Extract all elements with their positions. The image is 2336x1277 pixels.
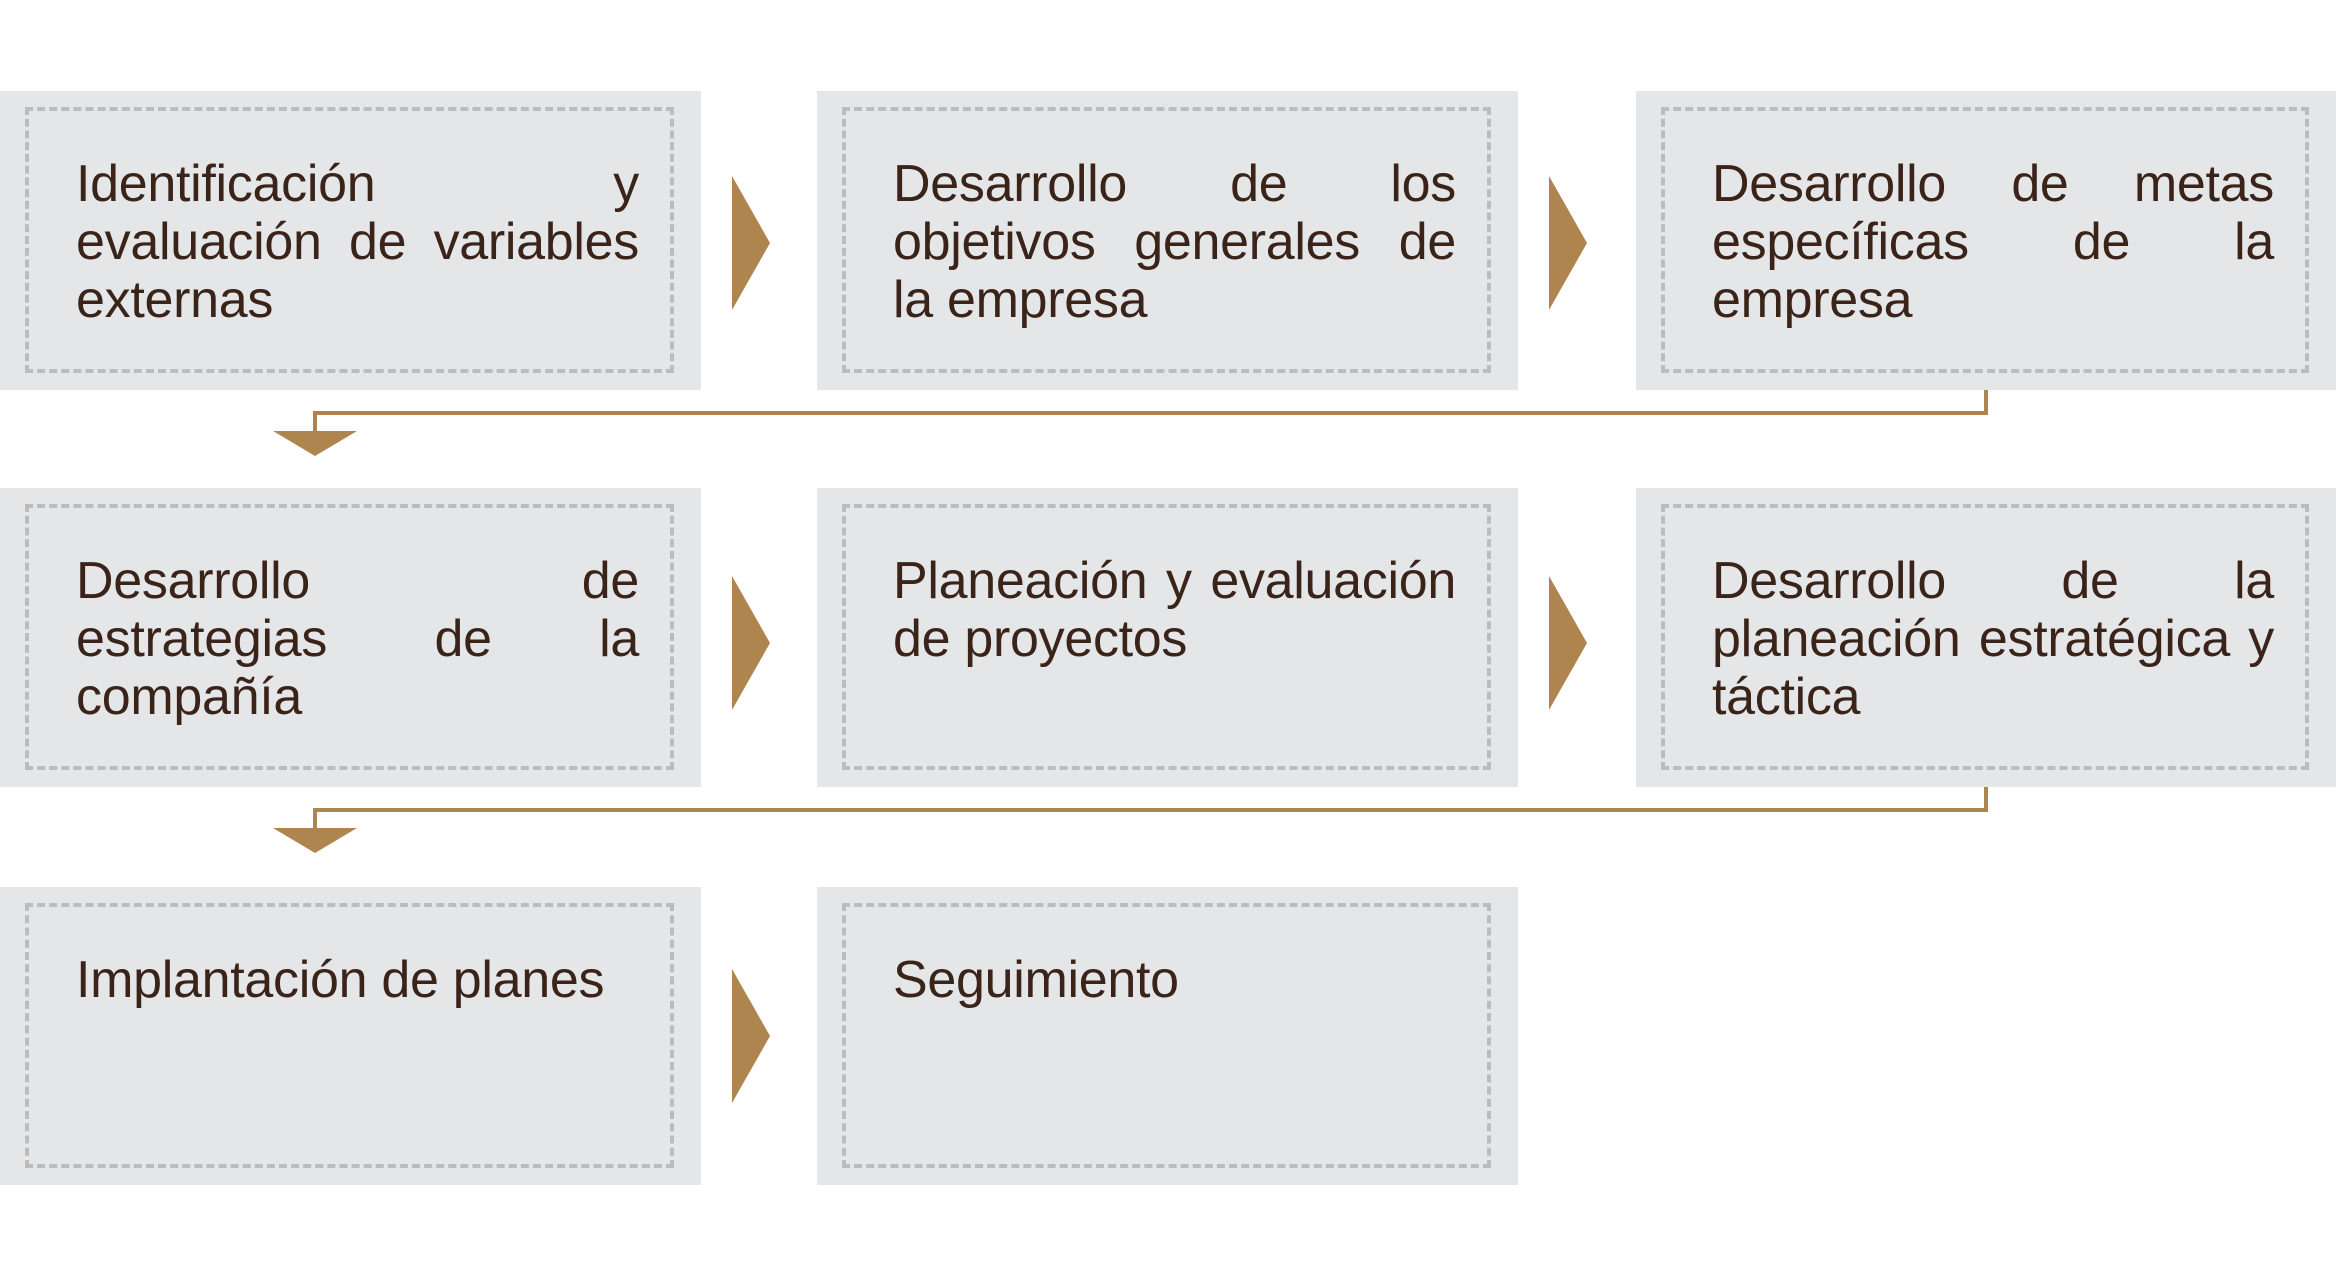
arrow-down-icon — [273, 431, 357, 456]
step-label: Desarrollo de los objetivos generales de… — [893, 155, 1456, 329]
step-label: Planeación y evaluación de proyectos — [893, 552, 1456, 668]
step-box-6: Desarrollo de la planeación estratégica … — [1636, 488, 2336, 787]
step-label: Desarrollo de metas específicas de la em… — [1712, 155, 2274, 329]
step-label: Implantación de planes — [76, 951, 605, 1009]
step-label: Desarrollo de estrategias de la compañía — [76, 552, 639, 726]
dashed-border — [842, 504, 1491, 770]
step-box-1: Identificación y evaluación de variables… — [0, 91, 701, 390]
connector-line-vertical — [1984, 390, 1988, 415]
connector-line-vertical — [313, 808, 317, 830]
dashed-border — [842, 903, 1491, 1168]
connector-line-horizontal — [313, 411, 1988, 415]
step-box-3: Desarrollo de metas específicas de la em… — [1636, 91, 2336, 390]
step-box-8: Seguimiento — [817, 887, 1518, 1185]
arrow-right-icon — [732, 969, 770, 1103]
dashed-border — [1661, 504, 2309, 770]
step-label: Desarrollo de la planeación estratégica … — [1712, 552, 2274, 726]
arrow-right-icon — [1549, 576, 1587, 710]
dashed-border — [25, 504, 674, 770]
step-label: Identificación y evaluación de variables… — [76, 155, 639, 329]
step-box-4: Desarrollo de estrategias de la compañía — [0, 488, 701, 787]
dashed-border — [25, 107, 674, 373]
connector-line-vertical — [1984, 787, 1988, 812]
step-label: Seguimiento — [893, 951, 1179, 1009]
arrow-right-icon — [732, 576, 770, 710]
step-box-7: Implantación de planes — [0, 887, 701, 1185]
dashed-border — [842, 107, 1491, 373]
dashed-border — [1661, 107, 2309, 373]
arrow-right-icon — [1549, 176, 1587, 310]
arrow-right-icon — [732, 176, 770, 310]
arrow-down-icon — [273, 828, 357, 853]
connector-line-vertical — [313, 411, 317, 433]
step-box-5: Planeación y evaluación de proyectos — [817, 488, 1518, 787]
step-box-2: Desarrollo de los objetivos generales de… — [817, 91, 1518, 390]
connector-line-horizontal — [313, 808, 1988, 812]
dashed-border — [25, 903, 674, 1168]
